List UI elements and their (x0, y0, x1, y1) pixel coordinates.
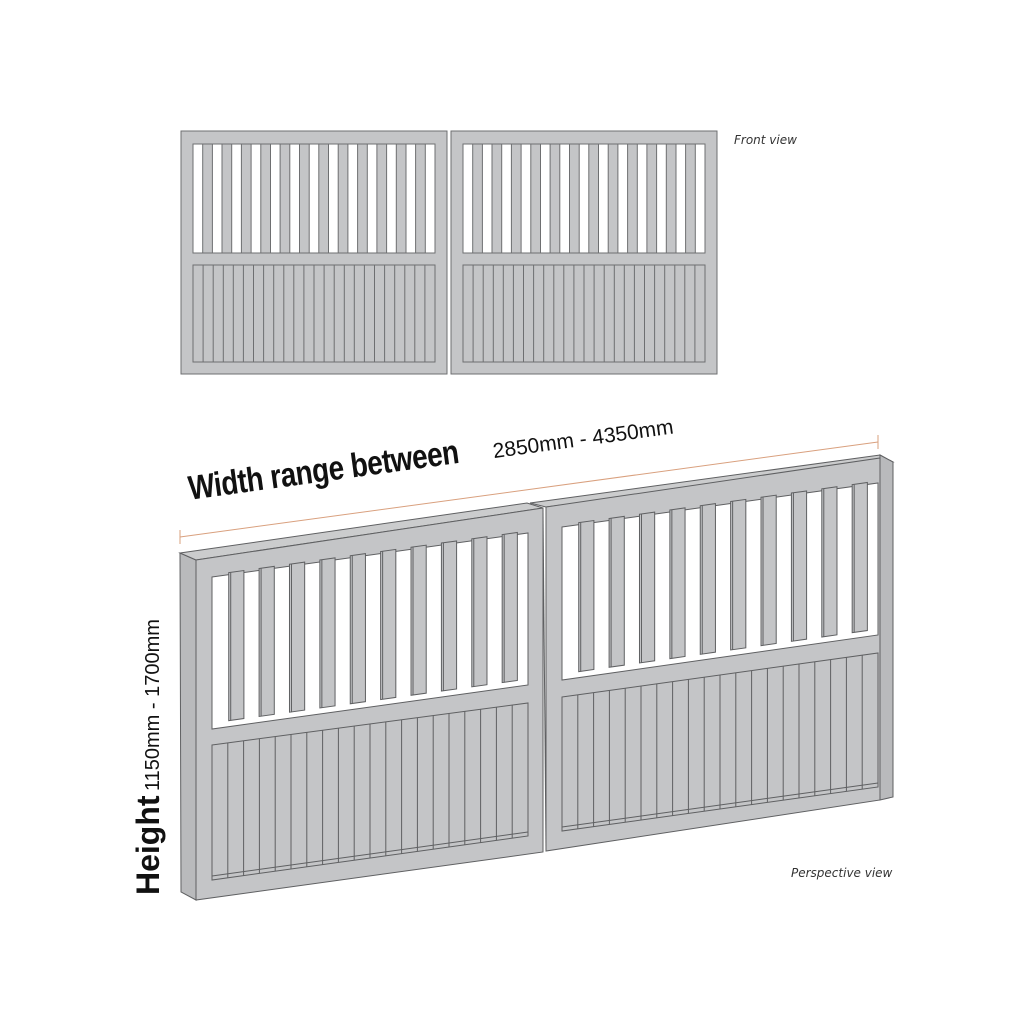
front-bar (472, 143, 483, 254)
front-bar (549, 143, 561, 254)
perspective-right-leaf (529, 454, 895, 852)
front-bar (260, 143, 271, 254)
front-bar (627, 143, 638, 254)
front-bar (510, 143, 522, 254)
front-bar (607, 143, 619, 254)
front-bar (318, 143, 329, 254)
front-bar (202, 143, 213, 254)
height-range-title: Height 1150mm - 1700mm (130, 619, 167, 895)
front-bar (588, 143, 599, 254)
front-bar (299, 143, 310, 254)
front-bar (530, 143, 541, 254)
front-bar (685, 143, 696, 254)
front-bar (646, 143, 658, 254)
front-bar (665, 143, 677, 254)
front-bar (376, 143, 388, 254)
perspective-left-leaf (178, 502, 544, 901)
front-bar (240, 143, 252, 254)
width-dimension-line (179, 435, 879, 544)
height-title-text: Height (130, 795, 166, 895)
front-view-right-leaf (450, 130, 718, 375)
height-range-text: 1150mm - 1700mm (142, 619, 164, 791)
perspective-view-label: Perspective view (791, 866, 893, 880)
front-bar (569, 143, 580, 254)
front-view-left-leaf (180, 130, 448, 375)
front-bar (357, 143, 368, 254)
front-view-label: Front view (734, 133, 797, 147)
front-bar (395, 143, 407, 254)
front-bar (279, 143, 291, 254)
front-bar (221, 143, 233, 254)
front-bar (337, 143, 349, 254)
front-bar (415, 143, 426, 254)
front-bar (491, 143, 503, 254)
